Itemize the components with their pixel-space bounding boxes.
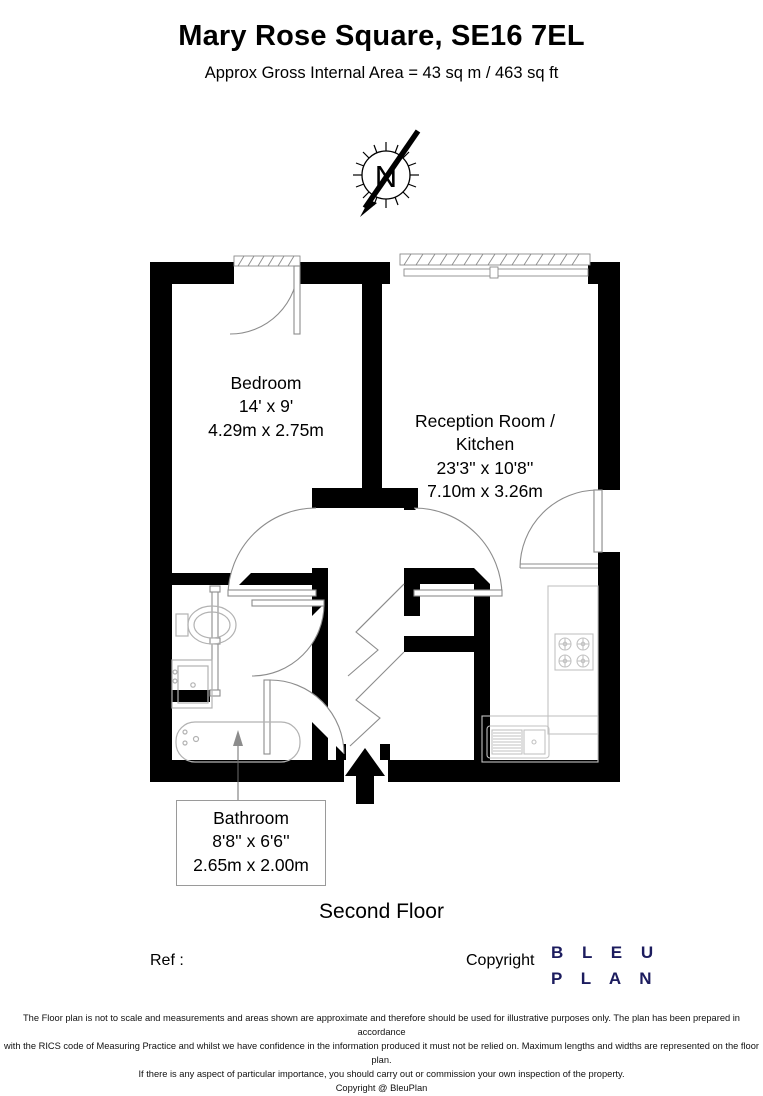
window-bedroom <box>233 255 301 267</box>
kitchen-hob <box>554 633 594 671</box>
cupboard-doors-upper <box>347 583 405 677</box>
doors <box>209 265 603 755</box>
window-reception <box>399 253 591 279</box>
bleuplan-logo: B L E U P L A N <box>551 940 660 991</box>
floor-plan-drawing <box>150 253 620 804</box>
disclaimer-line-3: If there is any aspect of particular imp… <box>138 1068 625 1079</box>
kitchen-sink <box>486 725 550 759</box>
disclaimer-line-1: The Floor plan is not to scale and measu… <box>23 1013 740 1037</box>
windows <box>233 253 591 279</box>
floor-name: Second Floor <box>319 900 444 923</box>
reception-dimensions-imperial: 23'3'' x 10'8'' <box>436 457 534 478</box>
cupboard-doors-lower <box>349 651 405 747</box>
bedroom-name: Bedroom <box>230 373 302 393</box>
reception-dimensions-metric: 7.10m x 3.26m <box>427 480 543 501</box>
kitchen-fixtures <box>481 585 599 763</box>
compass-rose: N <box>353 129 421 217</box>
copyright-label: Copyright <box>466 952 535 969</box>
page-title: Mary Rose Square, SE16 7EL <box>178 20 585 52</box>
door-entrance <box>263 679 345 755</box>
disclaimer-line-2: with the RICS code of Measuring Practice… <box>3 1040 759 1065</box>
reception-name-line2: Kitchen <box>455 434 515 455</box>
door-bathroom <box>251 599 325 677</box>
bathroom-leader-line <box>233 730 243 800</box>
plan-walls <box>150 262 620 782</box>
door-hall-left <box>227 507 317 597</box>
plan-header: Mary Rose Square, SE16 7EL Approx Gross … <box>0 0 763 83</box>
ref-label: Ref : <box>150 952 184 969</box>
footer-ref-row: Ref : Copyright B L E U P L A N <box>0 943 763 996</box>
bedroom-dimensions-metric: 4.29m x 2.75m <box>208 419 324 440</box>
bathroom-dimensions-metric: 2.65m x 2.00m <box>193 854 309 875</box>
bedroom-dimensions-imperial: 14' x 9' <box>238 396 294 417</box>
wash-basin-fixture <box>171 659 213 709</box>
logo-line-1: B L E U <box>551 943 661 962</box>
disclaimer-text: The Floor plan is not to scale and measu… <box>0 1012 763 1096</box>
entrance-arrow <box>345 748 385 804</box>
door-reception-right <box>519 489 603 569</box>
door-hall-right <box>413 507 503 597</box>
logo-line-2: P L A N <box>551 968 659 988</box>
room-label-reception: Reception Room / Kitchen 23'3'' x 10'8''… <box>372 410 598 503</box>
bathroom-name: Bathroom <box>213 808 289 828</box>
bathroom-dimensions-imperial: 8'8'' x 6'6'' <box>212 831 290 852</box>
door-bedroom <box>229 265 301 335</box>
room-label-bathroom: Bathroom 8'8'' x 6'6'' 2.65m x 2.00m <box>176 800 326 886</box>
toilet-fixture <box>175 605 237 645</box>
room-label-bedroom: Bedroom 14' x 9' 4.29m x 2.75m <box>158 372 374 442</box>
disclaimer-line-4: Copyright @ BleuPlan <box>335 1082 428 1093</box>
area-subtitle: Approx Gross Internal Area = 43 sq m / 4… <box>204 64 559 82</box>
reception-name-line1: Reception Room / <box>414 411 556 431</box>
